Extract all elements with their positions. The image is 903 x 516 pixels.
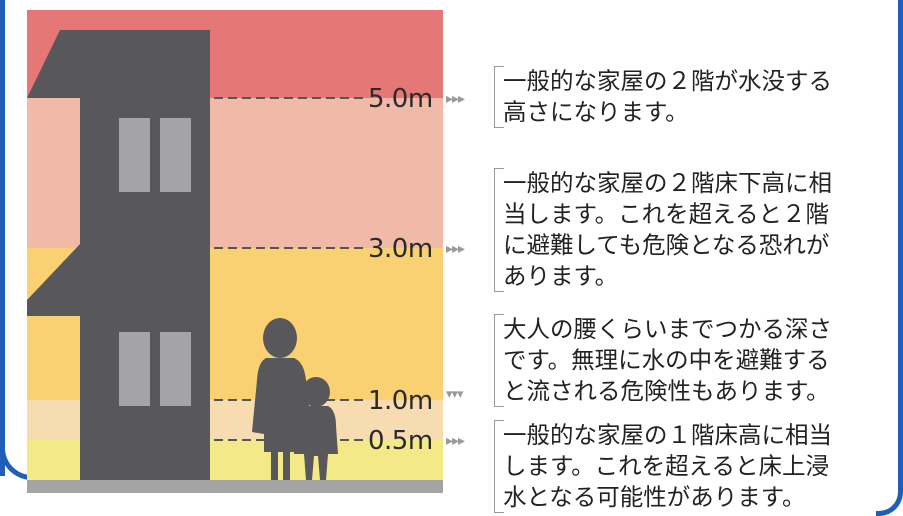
window-lower-right — [160, 332, 191, 406]
note-line: 高さになります。 — [503, 98, 689, 126]
note-line: 一般的な家屋の２階が水没する — [503, 67, 832, 95]
note-line: あります。 — [503, 262, 619, 290]
note-1m: 大人の腰くらいまでつかる深さ です。無理に水の中を避難する と流される危険性もあ… — [494, 314, 869, 407]
window-upper-left — [119, 118, 150, 192]
frame-right-border — [876, 0, 903, 516]
note-line: と流される危険性もあります。 — [503, 377, 830, 405]
note-line: 水となる可能性があります。 — [503, 483, 806, 511]
arrow-right-icon: ▸▸▸ — [446, 433, 465, 449]
level-label-1m: 1.0m — [368, 386, 433, 416]
note-line: 一般的な家屋の１階床高に相当 — [503, 421, 832, 449]
note-line: 当します。これを超えると２階 — [503, 200, 829, 228]
window-upper-right — [160, 118, 191, 192]
level-label-5m: 5.0m — [368, 84, 433, 114]
frame-left-border — [0, 0, 5, 476]
note-3m: 一般的な家屋の２階床下高に相 当します。これを超えると２階 に避難しても危険とな… — [494, 168, 869, 292]
level-label-05m: 0.5m — [368, 426, 433, 456]
note-line: 大人の腰くらいまでつかる深さ — [503, 315, 832, 343]
note-line: です。無理に水の中を避難する — [503, 346, 830, 374]
arrow-right-icon: ▸▸▸ — [446, 241, 465, 257]
note-line: します。これを超えると床上浸 — [503, 452, 829, 480]
arrow-down-icon: ▾▾▾ — [446, 387, 464, 402]
note-line: 一般的な家屋の２階床下高に相 — [503, 169, 832, 197]
note-05m: 一般的な家屋の１階床高に相当 します。これを超えると床上浸 水となる可能性があり… — [494, 420, 869, 513]
window-lower-left — [119, 332, 150, 406]
ground — [27, 480, 443, 493]
child-silhouette — [288, 377, 338, 480]
note-5m: 一般的な家屋の２階が水没する 高さになります。 — [494, 66, 869, 128]
frame-left-corner — [0, 440, 40, 480]
note-line: に避難しても危険となる恐れが — [503, 231, 830, 259]
arrow-right-icon: ▸▸▸ — [446, 91, 465, 107]
level-label-3m: 3.0m — [368, 234, 433, 264]
